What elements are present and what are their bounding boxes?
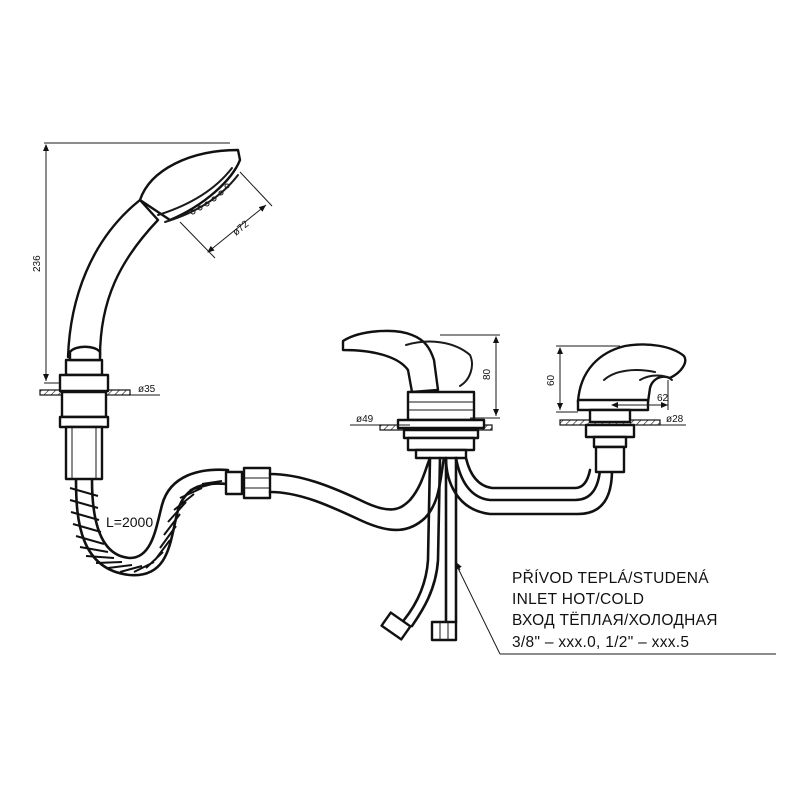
dimension-shower-height: 236	[32, 142, 230, 384]
dimension-mixer-height: 80	[440, 334, 500, 419]
dim-label-35: ø35	[138, 384, 156, 395]
dim-label-236: 236	[32, 255, 43, 272]
dimension-spout-height: 60	[546, 345, 620, 413]
dimension-spout-base: ø28	[632, 414, 686, 426]
hose-connector	[224, 466, 272, 500]
dimension-mixer-base: ø49	[350, 414, 410, 426]
dimension-spout-reach: 62	[611, 380, 669, 410]
inlet-nut-right	[430, 620, 458, 642]
shower-holder	[39, 373, 131, 481]
dim-label-80: 80	[482, 368, 493, 380]
note-line-2: INLET HOT/COLD	[512, 591, 644, 608]
hand-shower	[64, 148, 242, 377]
hose-spiral-windings	[69, 480, 223, 573]
inlet-note-leader	[454, 561, 776, 655]
dimension-shower-base: ø35	[108, 384, 160, 396]
bath-spout	[559, 343, 687, 474]
dim-label-72: ø72	[231, 219, 252, 239]
supply-pipe-right	[444, 456, 614, 516]
inlet-note: PŘÍVOD TEPLÁ/STUDENÁ INLET HOT/COLD ВХОД…	[512, 570, 718, 651]
mixer-tap	[341, 329, 493, 460]
note-line-3: ВХОД ТЁПЛАЯ/ХОЛОДНАЯ	[512, 612, 718, 629]
note-line-1: PŘÍVOD TEPLÁ/STUDENÁ	[512, 570, 709, 587]
supply-pipe-left	[268, 456, 446, 532]
dim-label-62: 62	[657, 393, 669, 404]
spiral-hose: L=2000	[69, 468, 230, 577]
note-line-4: 3/8" – xxx.0, 1/2" – xxx.5	[512, 634, 689, 651]
hose-length-label: L=2000	[106, 514, 153, 530]
inlet-nut-left	[380, 611, 412, 641]
dim-label-28: ø28	[666, 414, 684, 425]
inlet-hoses	[380, 456, 458, 642]
dim-label-49: ø49	[356, 414, 374, 425]
shower-nozzles-icon	[190, 183, 230, 215]
dim-label-60: 60	[546, 374, 557, 386]
